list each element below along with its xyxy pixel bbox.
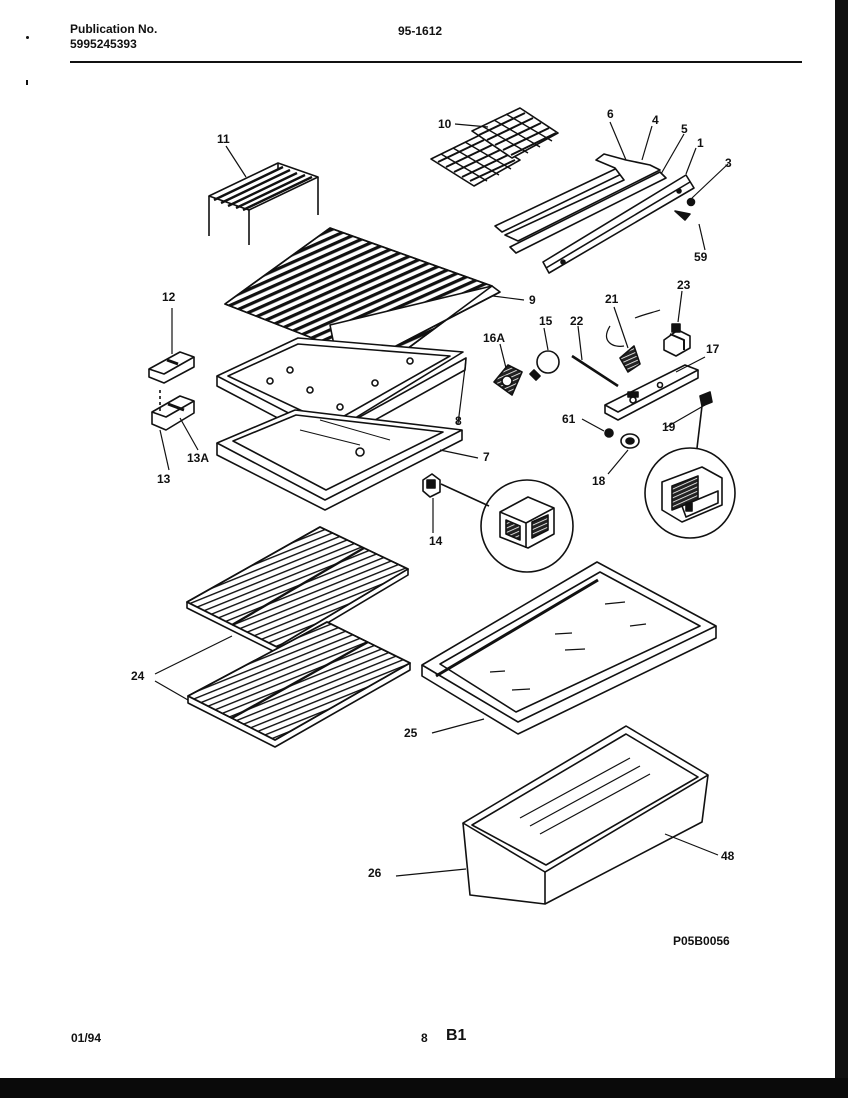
crisper-cover-part [216, 409, 463, 511]
callout-16a: 16A [483, 331, 505, 345]
crisper-drawer-part [462, 725, 709, 905]
knob-part [620, 433, 640, 449]
callout-17: 17 [706, 342, 720, 356]
callout-10: 10 [438, 117, 452, 131]
publication-number: 5995245393 [70, 37, 137, 51]
damper-detail-part [499, 496, 555, 549]
fridge-shelf-part [187, 621, 411, 748]
footer-date: 01/94 [71, 1031, 102, 1045]
detail-leader [440, 483, 490, 507]
callout-9: 9 [529, 293, 536, 307]
wire-rack-part [208, 162, 319, 245]
scan-speck [26, 80, 28, 85]
callout-24: 24 [131, 669, 145, 683]
door-switch-part [663, 323, 691, 357]
light-bulb-part [529, 350, 560, 381]
callout-14: 14 [429, 534, 443, 548]
lamp-switch-part [699, 391, 713, 407]
diagram-code: P05B0056 [673, 934, 730, 948]
publication-label: Publication No. [70, 22, 158, 36]
callout-15: 15 [539, 314, 553, 328]
footer-section: B1 [446, 1027, 467, 1044]
header-rule [70, 61, 802, 63]
ice-tray-part [430, 107, 559, 187]
callout-8: 8 [455, 414, 462, 428]
exploded-parts-diagram: 11 10 6 4 5 1 3 59 9 12 21 23 15 22 16A … [131, 107, 736, 948]
callout-leaders [154, 121, 729, 877]
callout-18: 18 [592, 474, 606, 488]
callout-21: 21 [605, 292, 619, 306]
footer-page: 8 [421, 1031, 428, 1045]
shelf-rail-part [494, 153, 696, 274]
callout-labels: 11 10 6 4 5 1 3 59 9 12 21 23 15 22 16A … [131, 107, 735, 948]
callout-13: 13 [157, 472, 171, 486]
scan-edge-right [835, 0, 848, 1098]
callout-13a: 13A [187, 451, 209, 465]
scan-edge-bottom [0, 1078, 848, 1098]
callout-26: 26 [368, 866, 382, 880]
callout-11: 11 [217, 132, 230, 146]
shelf-bracket-part [148, 351, 195, 431]
fridge-shelf-part [186, 526, 409, 654]
switch-detail-part [661, 466, 723, 523]
model-number: 95-1612 [398, 24, 443, 38]
callout-7: 7 [483, 450, 490, 464]
callout-59: 59 [694, 250, 708, 264]
thermostat-part [605, 309, 661, 373]
control-shaft-part [571, 354, 619, 388]
scan-speck [26, 36, 29, 39]
lamp-socket-part [493, 364, 523, 396]
damper-control-part [422, 473, 441, 498]
callout-4: 4 [652, 113, 659, 127]
callout-19: 19 [662, 420, 676, 434]
callout-6: 6 [607, 107, 614, 121]
callout-12: 12 [162, 290, 176, 304]
control-housing-part [604, 364, 699, 421]
callout-61: 61 [562, 412, 576, 426]
callout-23: 23 [677, 278, 691, 292]
callout-3: 3 [725, 156, 732, 170]
callout-1: 1 [697, 136, 704, 150]
screw-part [604, 428, 614, 438]
callout-48: 48 [721, 849, 735, 863]
glass-shelf-part [421, 561, 717, 735]
callout-5: 5 [681, 122, 688, 136]
detail-leader [696, 405, 703, 449]
callout-25: 25 [404, 726, 418, 740]
callout-22: 22 [570, 314, 584, 328]
parts-diagram-page: Publication No. 5995245393 95-1612 [0, 0, 835, 1078]
